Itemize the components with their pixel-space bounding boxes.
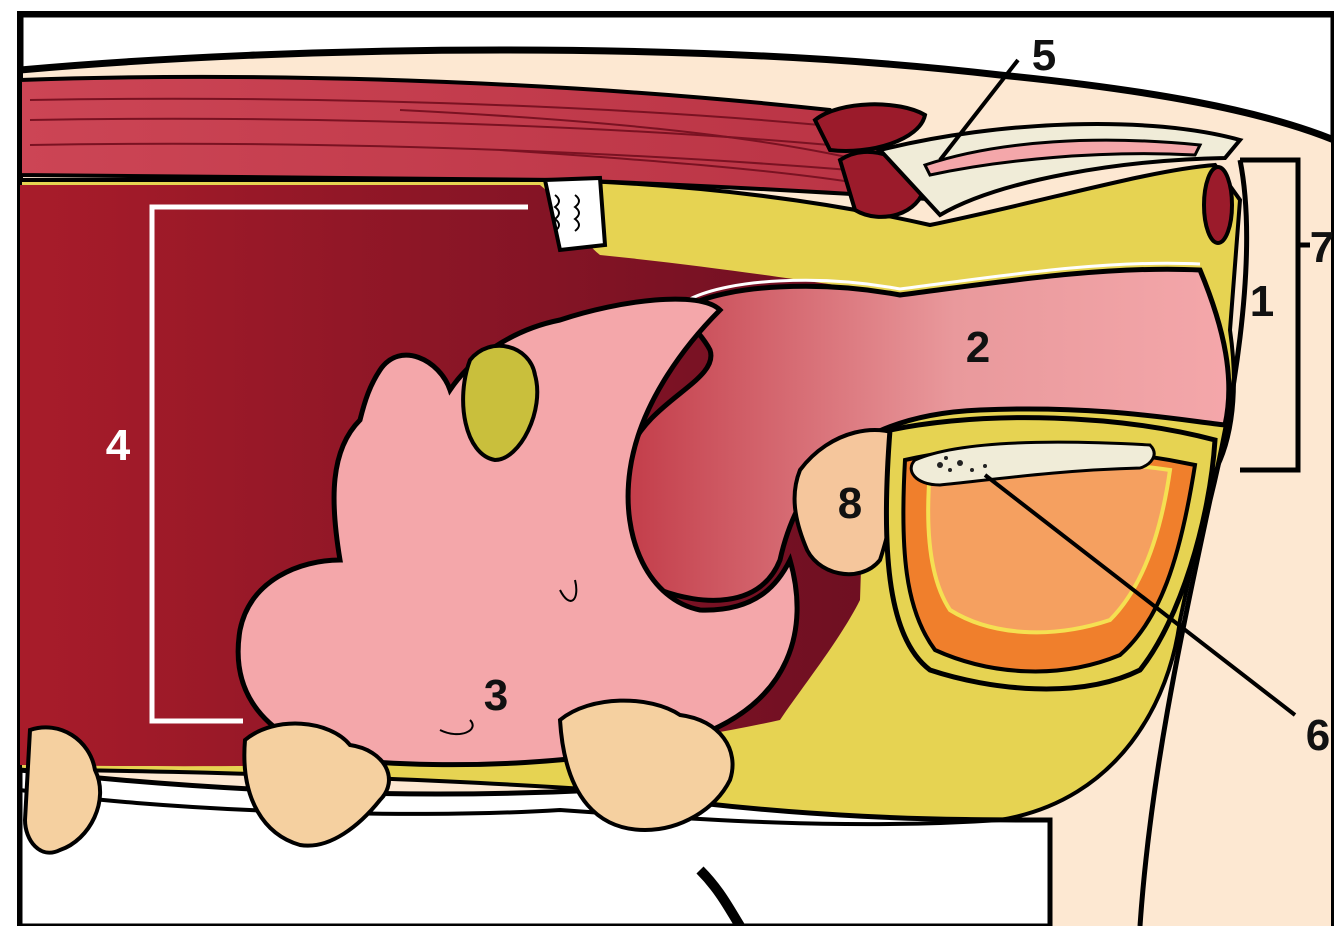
callout-2: 2 (966, 323, 990, 372)
callout-7: 7 (1310, 223, 1334, 272)
callout-1: 1 (1250, 277, 1274, 326)
rectum-oval (1204, 167, 1232, 243)
callout-4: 4 (106, 421, 131, 470)
callout-6: 6 (1306, 711, 1330, 760)
callout-5: 5 (1032, 31, 1056, 80)
callout-3: 3 (484, 671, 508, 720)
callout-8: 8 (838, 479, 862, 528)
